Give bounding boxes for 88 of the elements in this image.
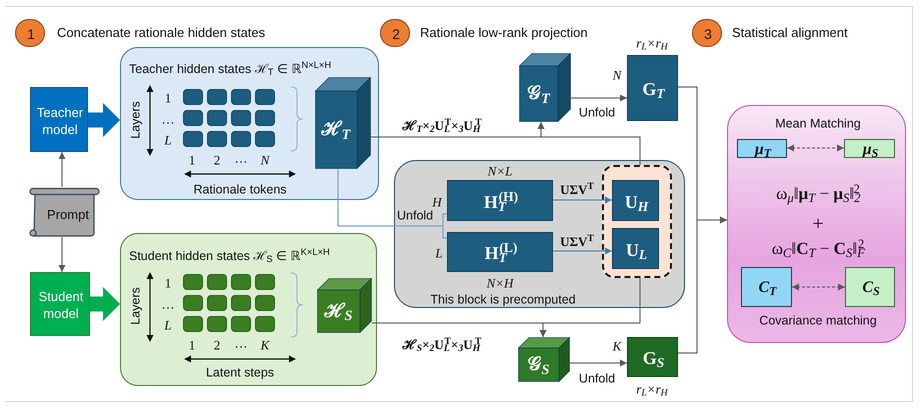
- matrix-label: G$_{T}$: [642, 78, 665, 100]
- matrix-box: [612, 180, 659, 221]
- block-arrow: [88, 103, 120, 137]
- statistic-box: [845, 267, 895, 307]
- index-label: …: [234, 150, 248, 166]
- index-label: K: [260, 338, 270, 352]
- step-heading: Concatenate rationale hidden states: [57, 25, 266, 41]
- dimension-label: r$_{L}$×r$_{H}$: [636, 382, 668, 396]
- matrix-label: G$_{S}$: [642, 347, 664, 369]
- index-label: L: [164, 132, 172, 148]
- statistic-box: [741, 267, 792, 307]
- statistic-box: [737, 139, 787, 158]
- index-label: L: [164, 318, 172, 332]
- edge-label: Unfold: [578, 372, 616, 386]
- section-title: Covariance matching: [759, 314, 877, 328]
- axis-label: Rationale tokens: [193, 182, 287, 198]
- edge-label: UΣV$^{T}$: [560, 182, 594, 198]
- step-heading: Rationale low-rank projection: [420, 25, 588, 41]
- statistic-label: C$_{T}$: [758, 279, 776, 297]
- dashed-region: [602, 165, 672, 278]
- dimension-label: K: [612, 338, 622, 354]
- statistic-label: μ$_{T}$: [754, 140, 772, 158]
- section-title: Mean Matching: [775, 116, 861, 132]
- arrow: [538, 122, 640, 166]
- dimension-label: N×L: [488, 164, 512, 178]
- arrow: [570, 360, 628, 366]
- hidden-states-panel: [120, 233, 377, 386]
- statistic-label: C$_{S}$: [862, 279, 880, 297]
- hidden-states-panel: [120, 47, 379, 200]
- matrix-box: [627, 55, 678, 121]
- precomputed-block: [394, 160, 685, 308]
- step-number: 1: [27, 26, 35, 42]
- tensor-label: 𝒢$_{T}$: [527, 83, 550, 105]
- arrow: [58, 236, 66, 272]
- edge-label: Unfold: [578, 106, 616, 120]
- step-number: 3: [704, 26, 712, 42]
- edge-label: Unfold: [397, 208, 434, 224]
- arrow: [678, 216, 728, 354]
- index-label: 2: [214, 152, 220, 168]
- axis-label: Layers: [128, 101, 144, 139]
- tensor-label: 𝒢$_{S}$: [528, 354, 550, 376]
- axis-label: Latent steps: [206, 366, 274, 380]
- statistic-label: μ$_{S}$: [862, 140, 878, 158]
- model-box: [30, 87, 88, 152]
- double-arrow: [786, 144, 844, 152]
- tensor-label: ℋ$_{T}$: [322, 119, 350, 141]
- arrow: [570, 94, 628, 102]
- index-label: …: [234, 336, 248, 350]
- plus-sign: +: [812, 213, 824, 235]
- step-heading: Statistical alignment: [732, 25, 848, 41]
- index-label: 2: [214, 338, 220, 352]
- matrix-box: [612, 228, 659, 269]
- matrix-label: U$_{L}$: [626, 238, 648, 260]
- panel-heading: Teacher hidden states ℋ$_{T}$ ∈ ℝ$^{N×L×H}$: [129, 62, 332, 77]
- model-label: Teacher model: [36, 104, 84, 138]
- model-box: [30, 272, 90, 336]
- index-label: …: [162, 296, 174, 312]
- index-label: 1: [188, 338, 196, 352]
- tensor-label: ℋ$_{S}$: [324, 300, 352, 322]
- index-label: 1: [164, 90, 172, 106]
- block-caption: This block is precomputed: [430, 292, 576, 308]
- model-label: Student model: [38, 288, 84, 322]
- edge-label: UΣV$^{T}$: [560, 234, 594, 250]
- index-label: …: [162, 112, 174, 126]
- arrow: [552, 248, 612, 254]
- matrix-label: U$_{H}$: [624, 190, 648, 212]
- index-label: N: [260, 152, 270, 168]
- arrow: [540, 278, 640, 338]
- dimension-label: N×H: [486, 276, 514, 290]
- alignment-panel: [727, 105, 906, 343]
- arrow: [58, 152, 66, 188]
- matrix-box: [447, 180, 553, 221]
- double-arrow: [792, 284, 846, 290]
- dimension-label: L: [435, 246, 443, 260]
- statistic-box: [844, 139, 895, 158]
- arrow: [552, 196, 612, 204]
- dimension-label: H: [432, 194, 442, 210]
- prompt-label: Prompt: [46, 207, 89, 223]
- matrix-box: [447, 232, 553, 272]
- dimension-label: N: [612, 68, 622, 82]
- axis-label: Layers: [128, 287, 144, 325]
- matrix-box: [627, 337, 678, 377]
- panel-heading: Student hidden states ℋ$_{S}$ ∈ ℝ$^{K×L×H}$: [129, 249, 330, 264]
- dimension-label: r$_{L}$×r$_{H}$: [636, 36, 668, 50]
- block-arrow: [90, 287, 120, 321]
- index-label: 1: [164, 276, 172, 290]
- index-label: 1: [188, 152, 196, 168]
- step-number: 2: [392, 26, 400, 42]
